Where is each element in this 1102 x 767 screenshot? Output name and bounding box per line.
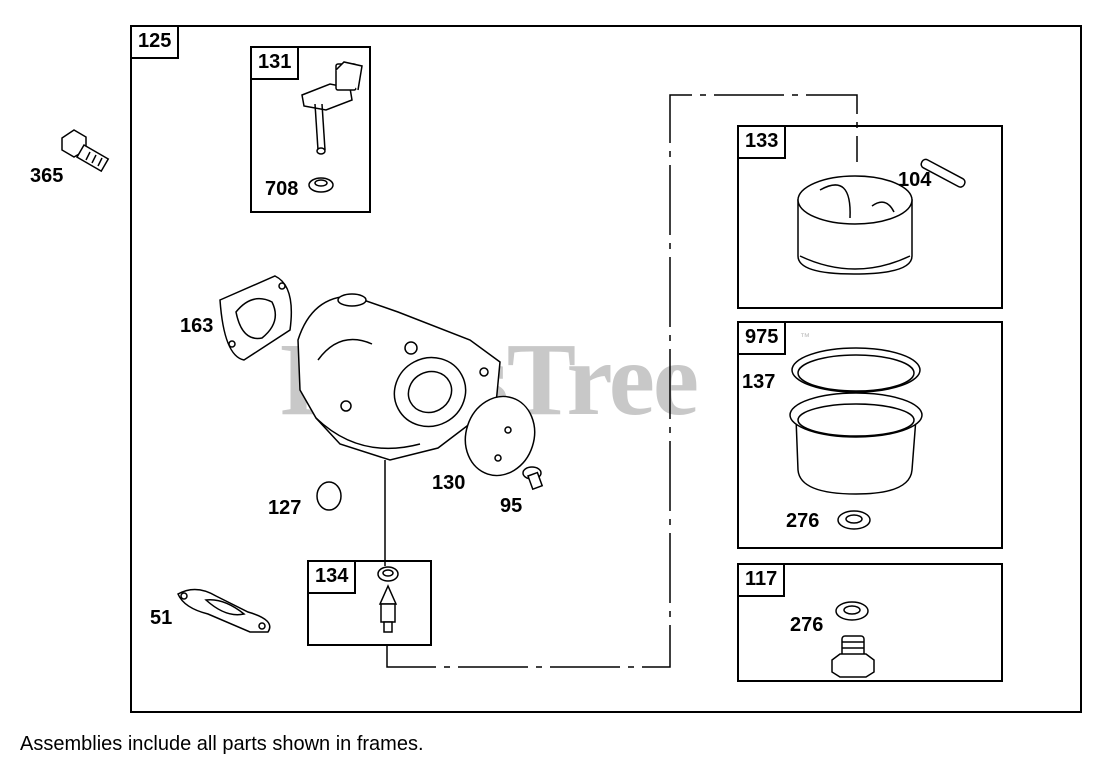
float-bowl-975-icon xyxy=(789,392,923,495)
label-708: 708 xyxy=(265,178,299,200)
frame-ref-131: 131 xyxy=(250,46,300,80)
label-276-nut: 276 xyxy=(790,614,824,636)
bowl-nut-117-icon xyxy=(831,635,875,678)
label-365: 365 xyxy=(30,165,64,187)
frame-ref-133: 133 xyxy=(737,125,787,159)
float-133-icon xyxy=(797,175,913,275)
frame-ref-117: 117 xyxy=(737,563,786,597)
label-130: 130 xyxy=(432,472,466,494)
label-51: 51 xyxy=(150,607,173,629)
watermark-trademark: ™ xyxy=(800,332,810,343)
throttle-plate-130-icon xyxy=(464,395,536,477)
frame-134: 134 xyxy=(307,560,432,646)
frame-975: 975 xyxy=(737,321,1003,549)
bolt-365-icon xyxy=(61,129,110,173)
frame-133: 133 xyxy=(737,125,1003,309)
gasket-51-icon xyxy=(177,588,271,633)
carburetor-body-icon xyxy=(297,293,501,461)
o-ring-137-icon xyxy=(791,347,921,393)
frame-117: 117 xyxy=(737,563,1003,682)
washer-276-nut-icon xyxy=(835,601,869,621)
footer-note: Assemblies include all parts shown in fr… xyxy=(20,733,424,755)
frame-131: 131 xyxy=(250,46,371,213)
label-127: 127 xyxy=(268,497,302,519)
frame-ref-125: 125 xyxy=(130,25,180,59)
label-95: 95 xyxy=(500,495,523,517)
frame-ref-975: 975 xyxy=(737,321,787,355)
gasket-163-icon xyxy=(219,275,293,361)
connector-lines xyxy=(384,94,858,668)
label-104: 104 xyxy=(898,169,932,191)
frame-125: 125 xyxy=(130,25,1082,713)
label-276-bowl: 276 xyxy=(786,510,820,532)
welch-plug-127-icon xyxy=(316,481,342,511)
pin-104-icon xyxy=(920,158,966,188)
label-137: 137 xyxy=(742,371,776,393)
washer-708-icon xyxy=(308,177,334,193)
choke-shaft-131-icon xyxy=(301,61,363,155)
inlet-needle-134-icon xyxy=(378,584,398,633)
frame-ref-134: 134 xyxy=(307,560,357,594)
inlet-seat-134-icon xyxy=(377,566,399,582)
label-163: 163 xyxy=(180,315,214,337)
screw-95-icon xyxy=(522,466,544,491)
washer-276-bowl-icon xyxy=(837,510,871,530)
